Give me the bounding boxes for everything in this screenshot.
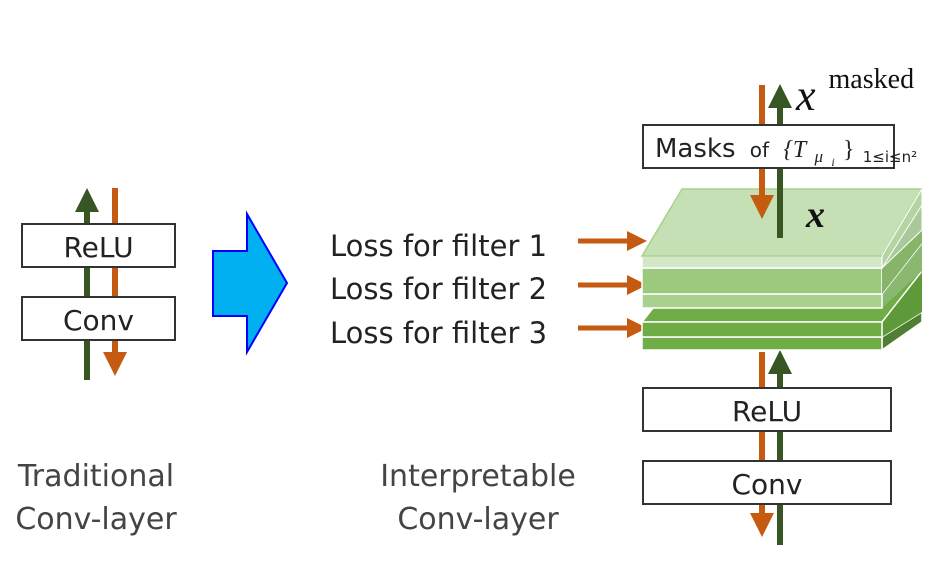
loss-filter-1: Loss for filter 1 (330, 229, 547, 263)
masks-range: 1≤i≤n² (863, 148, 917, 166)
conv-label-right: Conv (732, 468, 803, 501)
relu-box-right (642, 387, 892, 432)
loss-labels: Loss for filter 1 Loss for filter 2 Loss… (330, 229, 647, 537)
interpretable-conv-layer: Masks of {T μ i } 1≤i≤n² x x masked ReLU… (639, 64, 925, 545)
x-masked-base: x (795, 71, 816, 120)
conv-box-left (21, 296, 176, 341)
caption-interpretable-2: Conv-layer (397, 502, 559, 537)
masks-box (642, 124, 895, 169)
loss-filter-2: Loss for filter 2 (330, 272, 547, 306)
relu-label-right: ReLU (732, 395, 802, 428)
caption-traditional-1: Traditional (17, 459, 174, 494)
masks-close: } (843, 137, 855, 163)
loss-filter-3: Loss for filter 3 (330, 316, 547, 350)
x-masked-label: x masked (795, 64, 914, 120)
masks-sub-i: i (831, 155, 834, 169)
caption-traditional-2: Conv-layer (15, 502, 177, 537)
relu-label-left: ReLU (63, 231, 133, 264)
transform-arrow-shape (212, 210, 289, 356)
transform-arrow (212, 210, 289, 356)
masks-of: of (750, 138, 770, 162)
conv-label-left: Conv (63, 304, 134, 337)
x-masked-sup: masked (829, 64, 915, 95)
conv-box-right (642, 460, 892, 505)
masks-set: {T (783, 137, 808, 163)
relu-box-left (21, 223, 176, 268)
traditional-conv-layer: ReLU Conv Traditional Conv-layer (15, 188, 177, 537)
masks-label: Masks of {T μ i } 1≤i≤n² (655, 134, 917, 173)
caption-interpretable-1: Interpretable (380, 459, 576, 494)
masks-word: Masks (655, 134, 736, 164)
x-label: x (805, 194, 825, 236)
masks-sub-mu: μ (814, 147, 824, 166)
